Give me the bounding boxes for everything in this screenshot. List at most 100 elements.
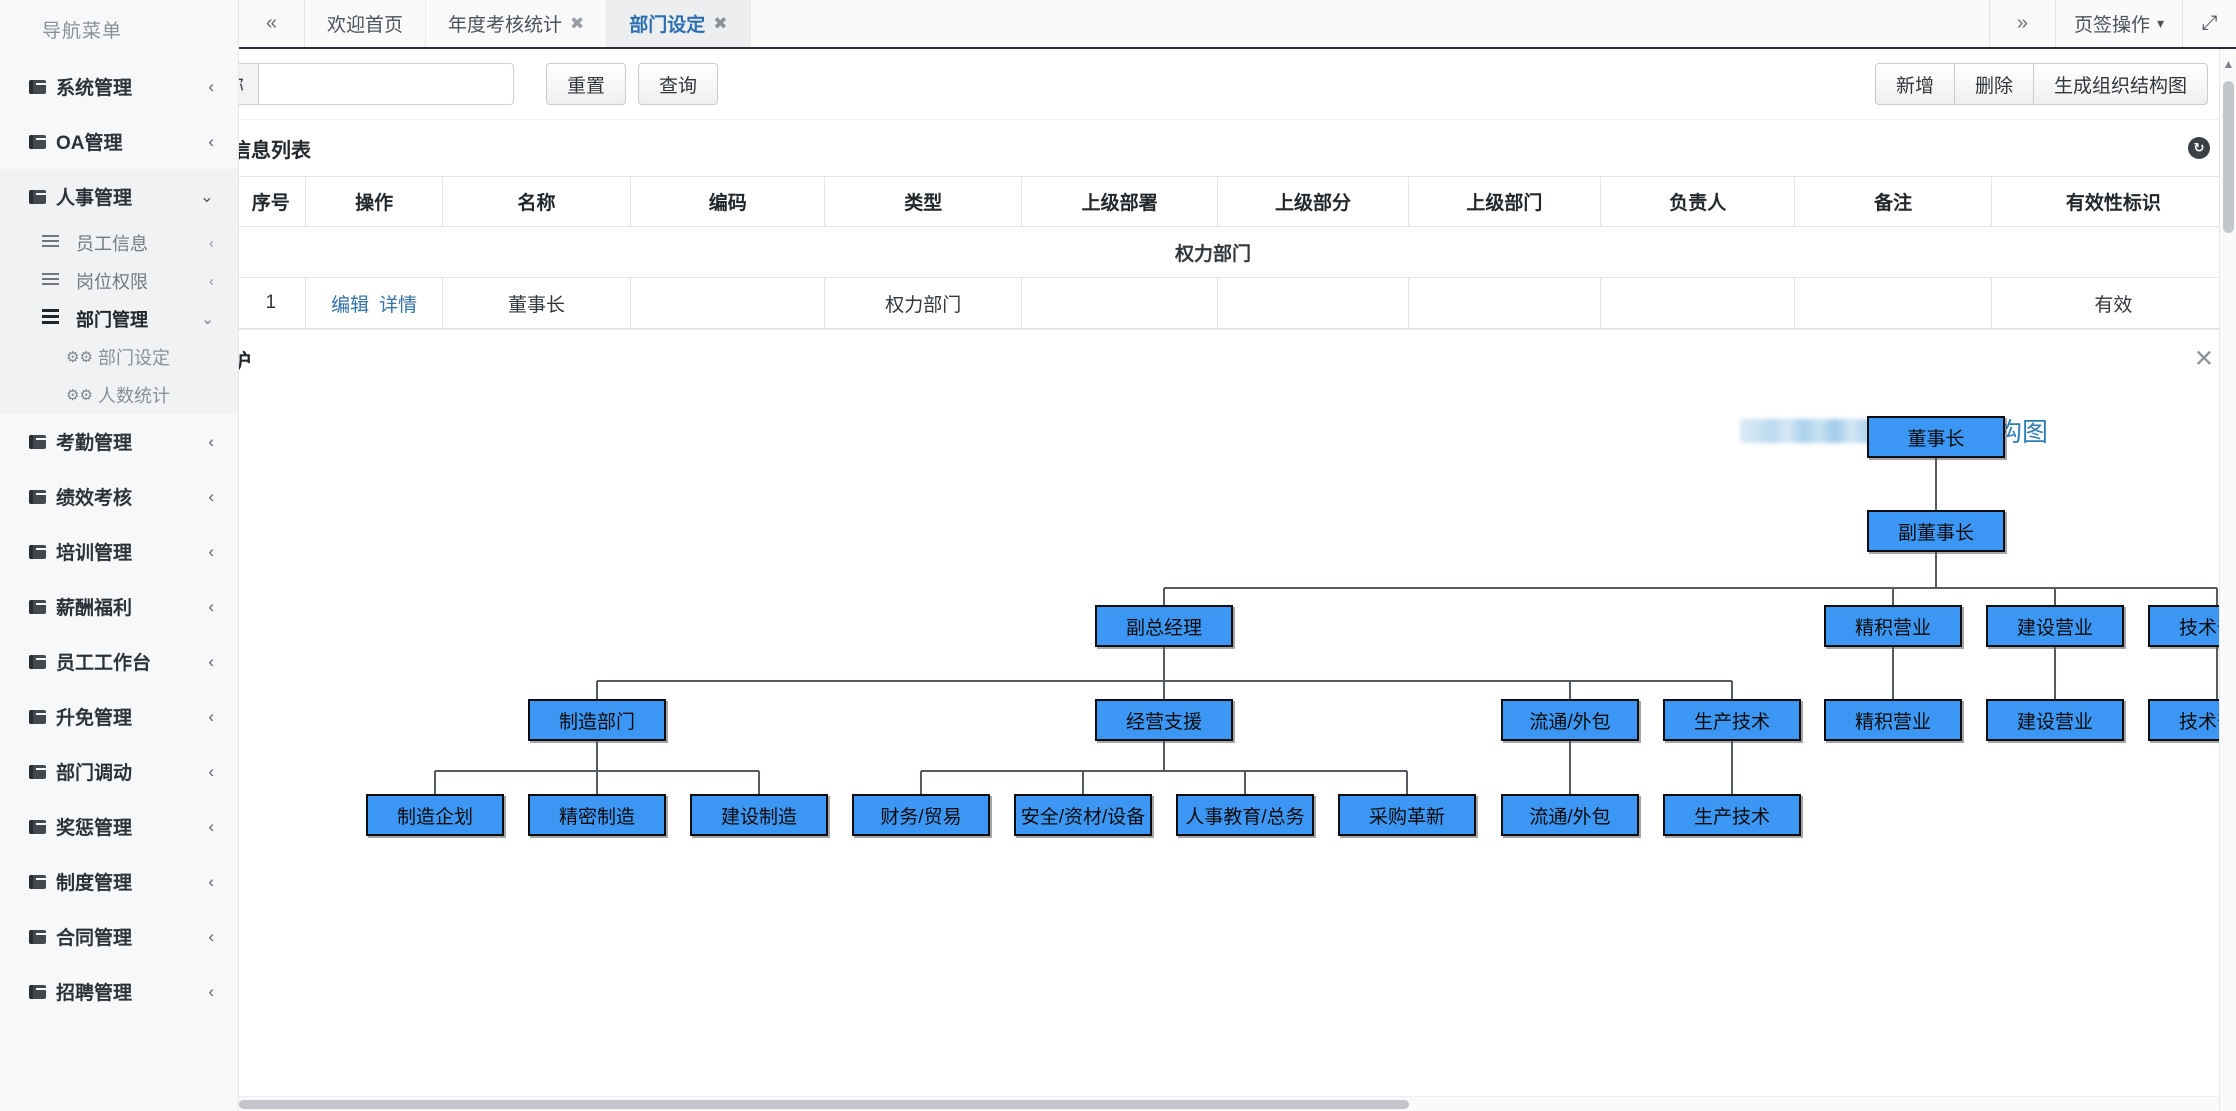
sidebar-item-10[interactable]: 奖惩管理‹ xyxy=(0,799,238,854)
reset-button[interactable]: 重置 xyxy=(546,63,627,105)
org-node[interactable]: 制造部门 xyxy=(528,699,666,741)
org-node[interactable]: 建设营业 xyxy=(1986,605,2124,647)
org-node[interactable]: 制造企划 xyxy=(366,794,504,836)
sidebar-item-12[interactable]: 合同管理‹ xyxy=(0,909,238,964)
org-node[interactable]: 建设营业 xyxy=(1986,699,2124,741)
tab-close-icon[interactable]: ✖ xyxy=(570,13,585,33)
org-node[interactable]: 建设制造 xyxy=(690,794,828,836)
org-node[interactable]: 流通/外包 xyxy=(1501,794,1639,836)
org-connector xyxy=(1163,681,1165,699)
sidebar-subitem-2-2[interactable]: 部门管理⌄ xyxy=(0,300,238,338)
org-node[interactable]: 经营支援 xyxy=(1095,699,1233,741)
org-node[interactable]: 生产技术 xyxy=(1663,794,1801,836)
sidebar-item-2[interactable]: 人事管理⌄ xyxy=(0,169,238,224)
org-node[interactable]: 安全/资材/设备 xyxy=(1014,794,1152,836)
book-icon xyxy=(24,599,50,614)
sidebar-item-5[interactable]: 培训管理‹ xyxy=(0,524,238,579)
org-node[interactable]: 精积营业 xyxy=(1824,699,1962,741)
org-node[interactable]: 董事长 xyxy=(1867,416,2005,458)
tab-close-icon[interactable]: ✖ xyxy=(713,13,728,33)
chevron-left-icon: ‹ xyxy=(208,816,214,836)
tab-2[interactable]: 部门设定✖ xyxy=(607,0,751,47)
org-node[interactable]: 财务/贸易 xyxy=(852,794,990,836)
row-action-link[interactable]: 详情 xyxy=(379,294,418,316)
tabs-scroll-right-icon[interactable]: » xyxy=(1988,0,2055,47)
close-icon[interactable]: ✕ xyxy=(2193,345,2214,373)
vertical-scroll-thumb[interactable] xyxy=(2223,81,2234,233)
org-node[interactable]: 采购革新 xyxy=(1338,794,1476,836)
sidebar-subitem-2-0[interactable]: 员工信息‹ xyxy=(0,224,238,262)
org-node[interactable]: 生产技术 xyxy=(1663,699,1801,741)
chevron-left-icon: ‹ xyxy=(208,981,214,1001)
row-action-link[interactable]: 编辑 xyxy=(331,294,370,316)
delete-button[interactable]: 删除 xyxy=(1953,63,2034,105)
tabbar-spacer xyxy=(751,0,1989,47)
sidebar-item-7[interactable]: 员工工作台‹ xyxy=(0,634,238,689)
sidebar-item-3[interactable]: 考勤管理‹ xyxy=(0,414,238,469)
bars-icon xyxy=(42,306,68,332)
scroll-up-icon[interactable]: ▲ xyxy=(2222,57,2235,71)
tab-0[interactable]: 欢迎首页 xyxy=(305,0,427,47)
bars-icon xyxy=(42,270,68,293)
org-connector xyxy=(1163,647,1165,681)
cell-owner xyxy=(1600,277,1796,329)
org-connector xyxy=(1731,741,1733,794)
org-connector xyxy=(1892,588,1894,605)
sidebar-group-6: 薪酬福利‹ xyxy=(0,579,238,634)
sidebar-group-4: 绩效考核‹ xyxy=(0,469,238,524)
table-col-header-2: 操作 xyxy=(305,176,443,227)
org-connector xyxy=(1935,552,1937,588)
sidebar-leaf-2-2-1[interactable]: ⚙⚙人数统计 xyxy=(0,376,238,414)
add-button[interactable]: 新增 xyxy=(1874,63,1955,105)
org-node[interactable]: 副总经理 xyxy=(1095,605,1233,647)
tabs-scroll-left-icon[interactable]: « xyxy=(239,0,305,47)
org-node[interactable]: 人事教育/总务 xyxy=(1176,794,1314,836)
cell-name: 董事长 xyxy=(441,277,632,329)
sidebar-subitem-label: 员工信息 xyxy=(76,234,148,254)
org-node[interactable]: 副董事长 xyxy=(1867,510,2005,552)
sidebar-leaf-2-2-0[interactable]: ⚙⚙部门设定 xyxy=(0,338,238,376)
vertical-scrollbar[interactable]: ▲ xyxy=(2219,49,2236,1111)
tab-1[interactable]: 年度考核统计✖ xyxy=(426,0,608,47)
sidebar-item-11[interactable]: 制度管理‹ xyxy=(0,854,238,909)
org-node[interactable]: 精积营业 xyxy=(1824,605,1962,647)
org-node[interactable]: 流通/外包 xyxy=(1501,699,1639,741)
name-filter-label: 名称 xyxy=(239,63,259,105)
name-filter-input[interactable] xyxy=(258,63,515,105)
refresh-icon[interactable]: ↻ xyxy=(2188,137,2210,159)
org-connector xyxy=(921,770,1407,772)
cell-parent_dept xyxy=(1407,277,1602,329)
tab-actions-menu[interactable]: 页签操作 ▾ xyxy=(2054,0,2182,47)
sidebar-item-4[interactable]: 绩效考核‹ xyxy=(0,469,238,524)
table-col-header-8: 上级部门 xyxy=(1407,176,1602,227)
query-button[interactable]: 查询 xyxy=(638,63,719,105)
sidebar-item-6[interactable]: 薪酬福利‹ xyxy=(0,579,238,634)
org-node[interactable]: 精密制造 xyxy=(528,794,666,836)
horizontal-scrollbar[interactable] xyxy=(239,1096,2219,1111)
sidebar-item-label: 制度管理 xyxy=(56,873,133,894)
horizontal-scroll-thumb[interactable] xyxy=(239,1100,1409,1109)
sidebar-item-label: 培训管理 xyxy=(56,543,133,564)
generate-org-chart-button[interactable]: 生成组织结构图 xyxy=(2032,63,2208,105)
sidebar-group-2: 人事管理⌄员工信息‹岗位权限‹部门管理⌄⚙⚙部门设定⚙⚙人数统计 xyxy=(0,169,238,414)
org-connector xyxy=(758,771,760,794)
org-connector xyxy=(2054,588,2056,605)
sidebar-subitem-2-1[interactable]: 岗位权限‹ xyxy=(0,262,238,300)
sidebar-group-8: 升免管理‹ xyxy=(0,689,238,744)
sidebar-group-0: 系统管理‹ xyxy=(0,59,238,114)
sidebar-group-3: 考勤管理‹ xyxy=(0,414,238,469)
sidebar-item-13[interactable]: 招聘管理‹ xyxy=(0,964,238,1019)
sidebar-item-0[interactable]: 系统管理‹ xyxy=(0,59,238,114)
sidebar-group-5: 培训管理‹ xyxy=(0,524,238,579)
org-connector xyxy=(1164,587,2217,589)
sidebar-item-8[interactable]: 升免管理‹ xyxy=(0,689,238,744)
sidebar-item-1[interactable]: OA管理‹ xyxy=(0,114,238,169)
sidebar-item-label: 部门调动 xyxy=(56,763,133,784)
sidebar-group-10: 奖惩管理‹ xyxy=(0,799,238,854)
fullscreen-icon[interactable]: ⤢ xyxy=(2182,0,2236,47)
sidebar-item-9[interactable]: 部门调动‹ xyxy=(0,744,238,799)
table-col-header-3: 名称 xyxy=(441,176,632,227)
org-panel-title: 息维护 xyxy=(239,350,251,373)
